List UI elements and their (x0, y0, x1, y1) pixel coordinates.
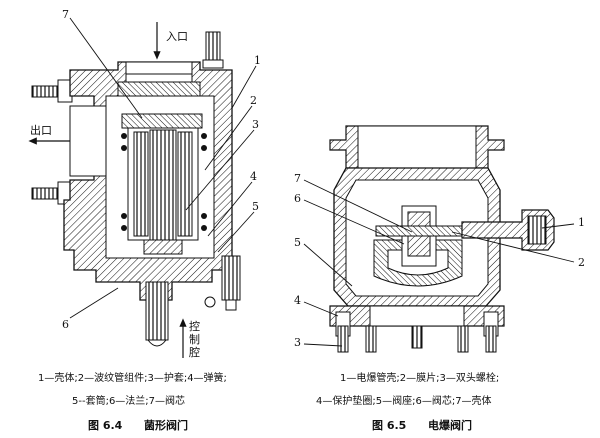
valve-body (333, 167, 501, 307)
right-part-7: 7 (294, 172, 301, 185)
left-part-2: 2 (250, 94, 257, 107)
right-part-4: 4 (294, 294, 301, 307)
right-part-6: 6 (294, 192, 301, 205)
control-label-2: 制 (189, 333, 200, 346)
left-leader-lines (69, 17, 257, 319)
side-fitting (204, 255, 241, 311)
left-figure-title: 菌形阀门 (144, 418, 188, 432)
right-legend-line-2: 4—保护垫圈;5—阀座;6—阀芯;7—壳体 (316, 394, 492, 407)
right-figure-number: 图 6.5 (372, 419, 406, 432)
left-part-4: 4 (250, 170, 257, 183)
side-stud-bolts (31, 79, 73, 205)
top-flange (329, 125, 505, 169)
right-part-2: 2 (578, 256, 585, 269)
inlet-label: 入口 (166, 30, 188, 43)
left-part-7: 7 (62, 8, 69, 21)
springs (121, 133, 207, 231)
squib-housing (461, 209, 555, 251)
left-legend-line-1: 1—壳体;2—波纹管组件;3—护套;4—弹簧; (38, 371, 227, 384)
right-part-5: 5 (294, 236, 301, 249)
left-part-3: 3 (252, 118, 259, 131)
left-legend-line-2: 5--套筒;6—法兰;7—阀芯 (72, 394, 185, 407)
left-part-5: 5 (252, 200, 259, 213)
right-legend-line-1: 1—电爆管壳;2—膜片;3—双头螺栓; (340, 371, 499, 384)
control-label-1: 控 (189, 319, 200, 333)
control-stem (145, 281, 169, 347)
top-stud-bolt (202, 31, 224, 69)
bottom-flange (329, 305, 505, 353)
control-label-3: 腔 (189, 345, 200, 359)
outlet-label: 出口 (30, 123, 52, 137)
bellows-assembly (121, 113, 203, 255)
left-part-6: 6 (62, 318, 69, 331)
left-figure-number: 图 6.4 (88, 419, 123, 432)
mushroom-valve-drawing: 入口 出口 控 制 腔 7 1 2 3 4 5 6 (28, 8, 261, 359)
left-part-1: 1 (254, 54, 261, 67)
right-part-3: 3 (294, 336, 301, 349)
right-part-1: 1 (578, 216, 585, 229)
right-leader-lines (303, 179, 575, 347)
right-figure-title: 电爆阀门 (428, 418, 472, 432)
explosive-valve-drawing: 7 6 5 4 3 1 2 (294, 125, 585, 353)
